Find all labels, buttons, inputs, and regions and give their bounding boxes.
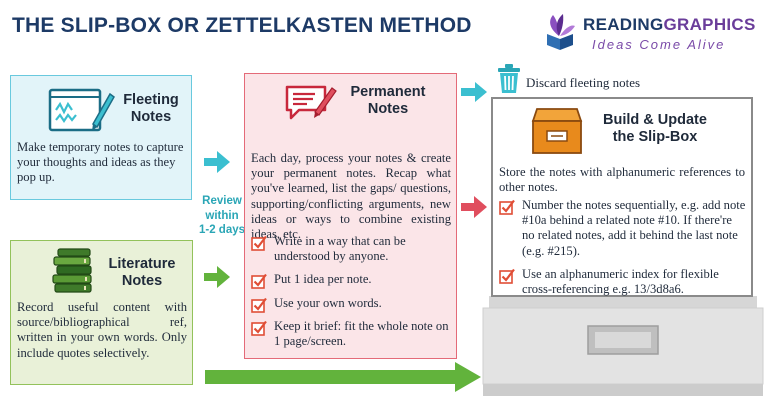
literature-notes-box: Literature Notes Record useful content w… xyxy=(10,240,193,385)
fleeting-heading-line1: Fleeting xyxy=(123,92,179,108)
literature-notes-text: Record useful content with source/biblio… xyxy=(17,300,187,360)
slipbox-heading-line1: Build & Update xyxy=(603,112,707,128)
fleeting-notes-box: Fleeting Notes Make temporary notes to c… xyxy=(10,75,192,200)
checkbox-checked-icon xyxy=(251,297,267,313)
review-line1: Review xyxy=(202,195,242,207)
checklist-item: Use an alphanumeric index for flexible c… xyxy=(499,267,747,297)
slipbox-box: Build & Update the Slip-Box Store the no… xyxy=(491,97,753,297)
green-arrow-literature-to-permanent xyxy=(204,266,230,288)
checklist-item: Number the notes sequentially, e.g. add … xyxy=(499,198,747,259)
checklist-item-text: Use an alphanumeric index for flexible c… xyxy=(522,266,719,297)
discard-label: Discard fleeting notes xyxy=(526,75,641,90)
literature-notes-heading: Literature Notes xyxy=(97,256,187,291)
checklist-item: Write in a way that can be understood by… xyxy=(251,234,453,264)
logo-brand-part1: READING xyxy=(583,15,664,34)
logo-brand: READINGGRAPHICS xyxy=(583,15,756,35)
checklist-item: Keep it brief: fit the whole note on 1 p… xyxy=(251,319,453,349)
checklist-item-text: Put 1 idea per note. xyxy=(274,272,372,287)
filing-cabinet-drawer xyxy=(482,296,764,396)
logo-tagline: Ideas Come Alive xyxy=(592,37,726,52)
fleeting-heading-line2: Notes xyxy=(130,109,172,126)
books-stack-icon xyxy=(52,248,92,293)
slipbox-checklist: Number the notes sequentially, e.g. add … xyxy=(499,198,747,305)
checkbox-checked-icon xyxy=(251,274,267,290)
permanent-notes-heading: Permanent Notes xyxy=(343,84,433,119)
green-arrow-literature-to-slipbox xyxy=(205,362,481,392)
slipbox-text: Store the notes with alphanumeric refere… xyxy=(499,165,745,195)
permanent-heading-line2: Notes xyxy=(367,101,409,118)
permanent-notes-text: Each day, process your notes & create yo… xyxy=(251,151,451,242)
fleeting-notes-text: Make temporary notes to capture your tho… xyxy=(17,140,184,185)
review-label: Review within 1-2 days xyxy=(196,194,248,238)
logo-brand-part2: GRAPHICS xyxy=(663,15,756,34)
red-arrow-permanent-to-slipbox xyxy=(461,196,487,218)
permanent-heading-line1: Permanent xyxy=(350,84,426,100)
butterfly-book-icon xyxy=(547,14,575,50)
review-line2: within xyxy=(205,209,239,222)
review-line3: 1-2 days xyxy=(198,224,246,236)
literature-heading-line2: Notes xyxy=(121,273,163,290)
checklist-item: Put 1 idea per note. xyxy=(251,272,453,290)
teal-arrow-fleeting-to-permanent xyxy=(204,151,230,173)
readinggraphics-logo: READINGGRAPHICS Ideas Come Alive xyxy=(543,12,758,54)
checklist-item-text: Keep it brief: fit the whole note on 1 p… xyxy=(274,318,449,349)
permanent-checklist: Write in a way that can be understood by… xyxy=(251,234,453,357)
file-drawer-icon xyxy=(531,108,583,154)
trash-bin-icon xyxy=(498,64,520,93)
notepad-pen-icon xyxy=(48,88,115,132)
checkbox-checked-icon xyxy=(251,235,267,251)
checklist-item-text: Number the notes sequentially, e.g. add … xyxy=(522,198,746,258)
literature-heading-line1: Literature xyxy=(108,256,176,272)
slipbox-heading: Build & Update the Slip-Box xyxy=(595,112,715,147)
fleeting-notes-heading: Fleeting Notes xyxy=(119,92,183,127)
permanent-notes-box: Permanent Notes Each day, process your n… xyxy=(244,73,457,359)
checkbox-checked-icon xyxy=(499,268,515,284)
checklist-item-text: Write in a way that can be understood by… xyxy=(274,234,406,264)
checklist-item-text: Use your own words. xyxy=(274,295,382,310)
teal-arrow-to-discard xyxy=(461,82,487,102)
checklist-item: Use your own words. xyxy=(251,295,453,313)
message-pen-icon xyxy=(285,85,337,120)
page-title: THE SLIP-BOX OR ZETTELKASTEN METHOD xyxy=(12,14,472,37)
checkbox-checked-icon xyxy=(251,320,267,336)
slipbox-heading-line2: the Slip-Box xyxy=(612,129,698,146)
checkbox-checked-icon xyxy=(499,199,515,215)
